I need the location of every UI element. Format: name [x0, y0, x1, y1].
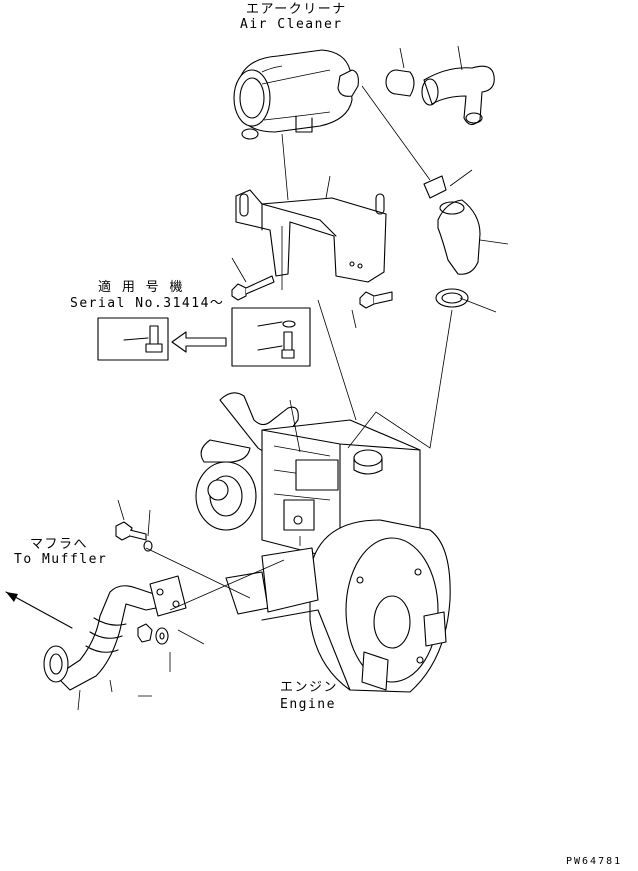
exhaust-flange — [149, 575, 187, 617]
serial-box-new — [97, 317, 169, 361]
hose-band-lower — [435, 288, 469, 308]
drawing-code: PW64781 — [566, 856, 623, 867]
air-cleaner-label-jp: エアークリーナ — [246, 2, 347, 17]
serial-label-en: Serial No.31414～ — [70, 296, 225, 311]
hose-clamp-upper — [385, 69, 415, 97]
bolt-left — [231, 275, 275, 301]
exhaust-bolt — [115, 521, 147, 541]
muffler-label-en: To Muffler — [14, 552, 108, 567]
air-cleaner-bracket — [235, 189, 387, 283]
elbow-hose-upper — [421, 65, 495, 126]
serial-box-old — [231, 307, 311, 367]
elbow-hose-mid — [437, 199, 481, 275]
to-muffler-arrow — [5, 591, 73, 629]
engine-label-jp: エンジン — [280, 680, 339, 695]
nut — [137, 623, 153, 643]
hose-clamp-mid — [423, 175, 447, 199]
serial-label-jp: 適 用 号 機 — [98, 280, 184, 295]
exhaust-pipe — [43, 585, 167, 691]
bolt-right — [359, 291, 393, 309]
air-cleaner — [233, 49, 359, 140]
arrow-left — [171, 331, 227, 353]
exhaust-washer — [143, 540, 153, 552]
air-cleaner-label-en: Air Cleaner — [240, 17, 343, 32]
engine — [195, 392, 451, 693]
muffler-label-jp: マフラへ — [30, 537, 89, 552]
engine-label-en: Engine — [280, 697, 336, 712]
washer — [155, 627, 169, 645]
leader-lines — [77, 45, 509, 711]
